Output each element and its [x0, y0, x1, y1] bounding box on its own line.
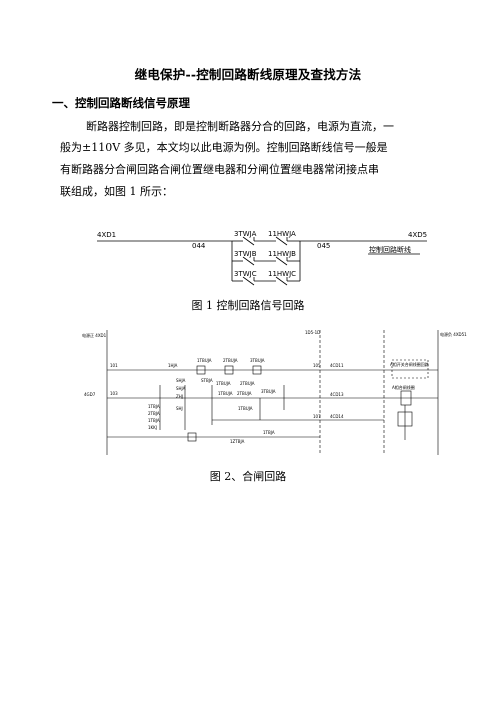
figure-1-caption: 图 1 控制回路信号回路: [191, 299, 305, 312]
fig1-contact-label: 3TWJC: [234, 270, 257, 278]
fig1-contact-label: 3TWJA: [234, 230, 257, 238]
fig2-label: 4CD13: [330, 392, 344, 397]
fig2-label: 4GD7: [84, 392, 96, 397]
fig1-contact-label: 11HWJB: [268, 250, 296, 258]
fig2-label: 1TBJA: [148, 418, 160, 423]
fig2-label: 101: [110, 363, 118, 368]
fig2-label: 1HJA: [168, 363, 178, 368]
fig1-output-label: 控制回路断线: [369, 245, 411, 254]
fig1-left-terminal: 4XD1: [97, 231, 116, 239]
fig2-label: SHJ: [176, 406, 183, 411]
paragraph-line: 般为±110V 多见，本文均以此电源为例。控制回路断线信号一般是: [60, 141, 388, 154]
fig2-label: SHJA: [176, 386, 186, 391]
fig2-label: ZHJ: [176, 394, 183, 399]
fig1-right-terminal: 4XD5: [408, 231, 427, 239]
fig2-label: 3TBUJA: [261, 389, 276, 394]
fig1-contact-label: 11HWJC: [268, 270, 296, 278]
fig1-contact-label: 11HWJA: [268, 230, 296, 238]
fig1-wire-right: 045: [317, 242, 330, 250]
fig2-label: 4CD14: [330, 414, 344, 419]
paragraph-line: 联组成，如图 1 所示：: [60, 185, 173, 198]
fig2-label: 电源正 4XD1: [82, 332, 107, 338]
fig2-label: 1TBUJA: [238, 406, 253, 411]
document-title: 继电保护--控制回路断线原理及查找方法: [134, 67, 362, 82]
fig2-label: STBJA: [201, 378, 213, 383]
fig2-label: 4CD11: [330, 363, 344, 368]
fig2-label: 1TBJA: [263, 430, 275, 435]
fig2-label: 2TBUJA: [237, 391, 252, 396]
fig2-label: 1TBUJA: [216, 381, 231, 386]
fig2-label: 1D5-1D: [305, 330, 320, 335]
fig2-label: A相合闸线圈: [392, 384, 415, 390]
fig2-label: 107: [313, 414, 321, 419]
fig2-label: 2TBJA: [148, 411, 160, 416]
section-heading: 一、控制回路断线信号原理: [52, 96, 190, 110]
fig2-label: 1ZTBJA: [230, 439, 245, 444]
fig2-label: SHJA: [176, 378, 186, 383]
figure-2-caption: 图 2、合闸回路: [209, 470, 287, 483]
fig2-label: 2TBUJA: [240, 381, 255, 386]
fig2-label: 103: [110, 391, 118, 396]
fig2-label: A相开关合闸线圈回路: [390, 361, 429, 367]
fig2-label: 1KKJ: [148, 425, 157, 430]
fig1-contact-label: 3TWJB: [234, 250, 257, 258]
fig2-label: 2TBUJA: [223, 358, 238, 363]
fig2-label: 3TBUJA: [250, 358, 265, 363]
fig2-label: 105: [313, 363, 321, 368]
fig2-label: 1TBUJA: [218, 391, 233, 396]
paragraph-line: 断路器控制回路，即是控制断路器分合的回路，电源为直流，一: [86, 120, 394, 133]
paragraph-line: 有断路器分合闸回路合闸位置继电器和分闸位置继电器常闭接点串: [60, 163, 379, 176]
fig2-label: 1TBUJA: [197, 358, 212, 363]
fig2-label: 1TBJA: [148, 404, 160, 409]
fig2-label: 电源负 4XD51: [440, 331, 467, 337]
fig1-wire-left: 044: [192, 242, 206, 250]
